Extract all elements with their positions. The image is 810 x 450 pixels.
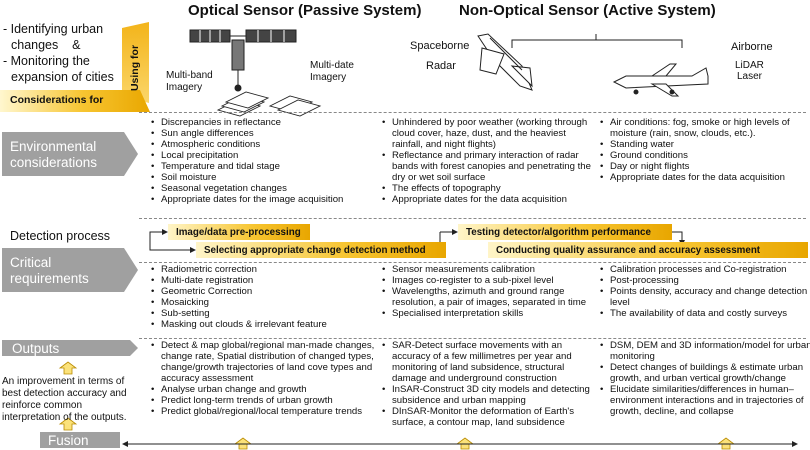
lidar-label: LiDAR — [735, 60, 764, 71]
list-item: Radiometric correction — [151, 264, 376, 275]
intro-line: - Identifying urban — [3, 22, 104, 36]
sensor-bracket — [511, 34, 683, 48]
list-item: Mosaicking — [151, 297, 376, 308]
spaceborne-label: Spaceborne — [410, 40, 470, 52]
process-step-quality-assurance: Conducting quality assurance and accurac… — [488, 242, 808, 258]
list-item: Reflectance and primary interaction of r… — [382, 150, 597, 183]
radar-outputs-list: SAR-Detect surface movements with an acc… — [381, 340, 597, 428]
laser-label: Laser — [737, 71, 763, 82]
fusion-label: Fusion — [48, 433, 89, 448]
image-stack-icon — [216, 91, 322, 117]
list-item: The availability of data and costly surv… — [600, 308, 810, 319]
non-optical-sensor-title: Non-Optical Sensor (Active System) — [459, 2, 716, 19]
process-step-testing: Testing detector/algorithm performance — [458, 224, 672, 240]
list-item: Calibration processes and Co-registratio… — [600, 264, 810, 275]
lidar-critical-list: Calibration processes and Co-registratio… — [599, 264, 810, 319]
list-item: Sun angle differences — [151, 128, 376, 139]
environmental-considerations-label: Environmental considerations — [10, 139, 98, 170]
multiband-label: Multi-band Imagery — [166, 70, 213, 93]
list-item: Soil moisture — [151, 172, 376, 183]
list-item: Appropriate dates for the data acquisiti… — [382, 194, 597, 205]
list-item: Temperature and tidal stage — [151, 161, 376, 172]
lidar-outputs-list: DSM, DEM and 3D information/model for ur… — [599, 340, 810, 417]
list-item: Local precipitation — [151, 150, 376, 161]
list-item: Predict long-term trends of urban growth — [151, 395, 376, 406]
list-item: Standing water — [600, 139, 810, 150]
critical-requirements-label: Critical requirements — [10, 255, 89, 286]
list-item: SAR-Detect surface movements with an acc… — [382, 340, 597, 384]
list-item: Day or night flights — [600, 161, 810, 172]
intro-text: - Identifying urban changes & - Monitori… — [3, 21, 143, 85]
list-item: Specialised interpretation skills — [382, 308, 592, 319]
airborne-label: Airborne — [731, 41, 773, 53]
list-item: Multi-date registration — [151, 275, 376, 286]
divider — [139, 338, 806, 339]
list-item: Sensor measurements calibration — [382, 264, 592, 275]
list-item: Analyse urban change and growth — [151, 384, 376, 395]
list-item: Wavelengths, azimuth and ground range re… — [382, 286, 592, 308]
intro-line: expansion of cities — [11, 70, 114, 84]
optical-sensor-title: Optical Sensor (Passive System) — [188, 2, 422, 19]
list-item: Masking out clouds & irrelevant feature — [151, 319, 376, 330]
satellite-icon — [189, 29, 297, 92]
list-item: Images co-register to a sub-pixel level — [382, 275, 592, 286]
list-item: Air conditions: fog, smoke or high level… — [600, 117, 810, 139]
intro-line: - Monitoring the — [3, 54, 90, 68]
list-item: Post-processing — [600, 275, 810, 286]
list-item: Geometric Correction — [151, 286, 376, 297]
optical-outputs-list: Detect & map global/regional man-made ch… — [150, 340, 376, 417]
list-item: Unhindered by poor weather (working thro… — [382, 117, 597, 150]
radar-label: Radar — [426, 60, 456, 72]
list-item: DSM, DEM and 3D information/model for ur… — [600, 340, 810, 362]
list-item: Appropriate dates for the data acquisiti… — [600, 172, 810, 183]
list-item: Points density, accuracy and change dete… — [600, 286, 810, 308]
list-item: Elucidate similarities/differences in hu… — [600, 384, 810, 417]
divider — [139, 112, 806, 113]
fusion-note: An improvement in terms of best detectio… — [2, 376, 127, 423]
divider — [139, 262, 806, 263]
radar-critical-list: Sensor measurements calibration Images c… — [381, 264, 592, 319]
list-item: Detect & map global/regional man-made ch… — [151, 340, 376, 384]
process-step-method-selection: Selecting appropriate change detection m… — [196, 242, 446, 258]
outputs-label: Outputs — [12, 341, 60, 356]
considerations-for-label: Considerations for — [10, 94, 104, 106]
list-item: Atmospheric conditions — [151, 139, 376, 150]
list-item: Ground conditions — [600, 150, 810, 161]
list-item: Sub-setting — [151, 308, 376, 319]
list-item: DInSAR-Monitor the deformation of Earth'… — [382, 406, 597, 428]
list-item: Discrepancies in reflectance — [151, 117, 376, 128]
optical-critical-list: Radiometric correction Multi-date regist… — [150, 264, 376, 330]
multidate-label: Multi-date Imagery — [310, 60, 354, 83]
divider — [139, 218, 806, 219]
process-step-preprocessing: Image/data pre-processing — [168, 224, 310, 240]
list-item: Appropriate dates for the image acquisit… — [151, 194, 376, 205]
considerations-bar — [0, 90, 150, 112]
space-shuttle-icon — [477, 33, 533, 91]
airplane-icon — [612, 63, 709, 97]
list-item: The effects of topography — [382, 183, 597, 194]
intro-line: changes & — [11, 38, 81, 52]
lidar-environmental-list: Air conditions: fog, smoke or high level… — [599, 117, 810, 183]
optical-environmental-list: Discrepancies in reflectance Sun angle d… — [150, 117, 376, 205]
list-item: Seasonal vegetation changes — [151, 183, 376, 194]
list-item: Detect changes of buildings & estimate u… — [600, 362, 810, 384]
list-item: InSAR-Construct 3D city models and detec… — [382, 384, 597, 406]
list-item: Predict global/regional/local temperatur… — [151, 406, 376, 417]
radar-environmental-list: Unhindered by poor weather (working thro… — [381, 117, 597, 205]
detection-process-label: Detection process — [10, 229, 111, 243]
